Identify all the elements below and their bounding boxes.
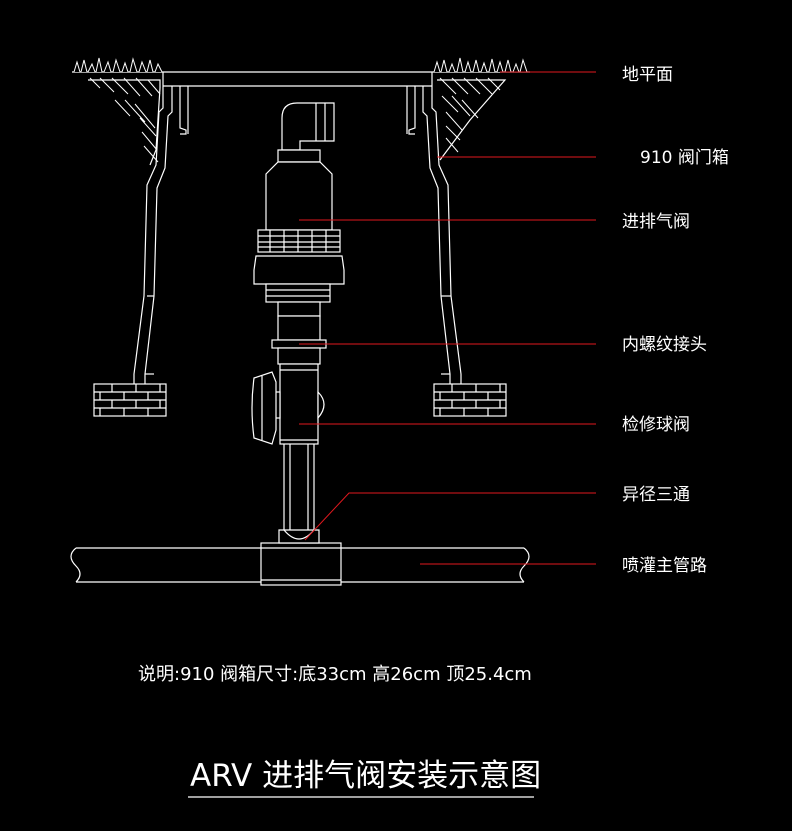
valve-box-right-wall (406, 86, 462, 384)
label-female-adapter: 内螺纹接头 (622, 335, 707, 355)
brick-support-right (433, 383, 507, 417)
grass-right (433, 57, 528, 73)
grass-left (73, 57, 163, 73)
drawing-title: ARV 进排气阀安装示意图 (190, 758, 541, 794)
soil-hatch-right (437, 77, 507, 161)
label-main-pipe: 喷灌主管路 (622, 556, 707, 576)
brick-support-left (93, 383, 167, 417)
label-reducing-tee: 异径三通 (622, 485, 690, 505)
air-release-valve (253, 102, 345, 317)
valve-box-left-wall (133, 86, 189, 384)
label-ground-level: 地平面 (622, 65, 673, 85)
label-ball-valve: 检修球阀 (622, 415, 690, 435)
label-valve-box: 910 阀门箱 (640, 148, 729, 168)
service-ball-valve (251, 363, 325, 445)
label-air-release-valve: 进排气阀 (622, 212, 690, 232)
female-threaded-adapter (271, 315, 327, 365)
soil-hatch-left (88, 77, 161, 166)
reducing-tee (260, 529, 342, 586)
leader-lines (299, 71, 596, 565)
note-text: 说明:910 阀箱尺寸:底33cm 高26cm 顶25.4cm (138, 664, 532, 685)
